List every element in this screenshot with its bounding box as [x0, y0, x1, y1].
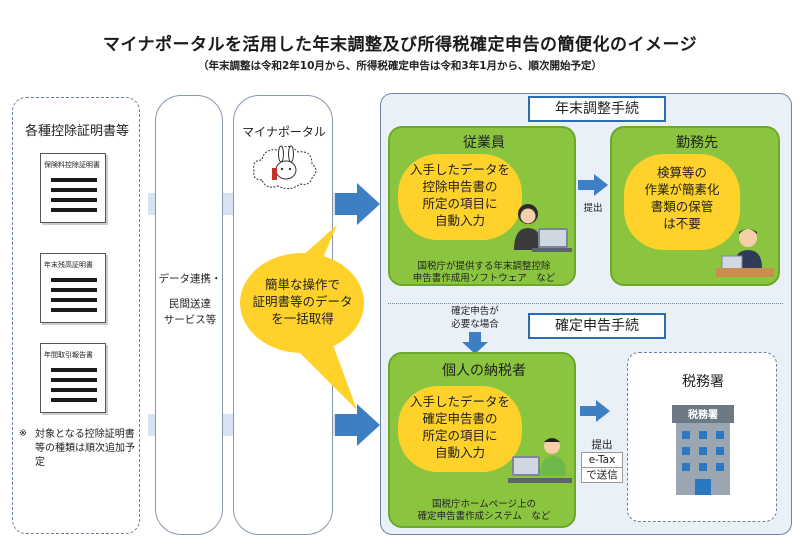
submit-arrow-icon: [578, 174, 608, 196]
man-at-desk-icon: [716, 229, 774, 277]
taxpayer-title: 個人の納税者: [442, 363, 526, 379]
man-at-computer-icon: [508, 438, 572, 483]
document-label: 年間取引報告書: [44, 351, 93, 359]
linkage-line-2: 民間送達: [169, 298, 211, 310]
portal-title: マイナポータル: [242, 125, 326, 139]
tax-office-title: 税務署: [682, 374, 724, 390]
submit-label: 提出: [583, 203, 603, 214]
employee-note: 国税庁が提供する年末調整控除 申告書作成用ソフトウェア など: [412, 261, 556, 284]
arrow-top-icon: [335, 183, 380, 225]
tax-return-section-label: 確定申告手続: [528, 313, 666, 339]
etax-label: 提出 e-Tax で送信: [581, 438, 623, 483]
etax-arrow-icon: [580, 400, 610, 422]
tax-office-box: 税務署 税務署: [627, 352, 777, 522]
document-label: 保険料控除証明書: [44, 161, 100, 169]
document-insurance: 保険料控除証明書: [40, 153, 106, 223]
note-mark: ※: [19, 428, 27, 439]
page-subtitle: （年末調整は令和2年10月から、所得税確定申告は令和3年1月から、順次開始予定）: [197, 60, 603, 72]
employer-bubble: 検算等の 作業が簡素化 書類の保管 は不要: [624, 154, 740, 250]
data-linkage-column: データ連携・ 民間送達 サービス等: [155, 95, 223, 535]
arrow-bottom-icon: [335, 404, 380, 446]
taxpayer-note: 国税庁ホームページ上の 確定申告書作成システム など: [417, 499, 551, 522]
year-end-section-label: 年末調整手続: [528, 96, 666, 122]
employee-bubble: 入手したデータを 控除申告書の 所定の項目に 自動入力: [398, 154, 522, 240]
portal-cloud-mascot-icon: [253, 145, 317, 190]
document-trading: 年間取引報告書: [40, 343, 106, 413]
certificates-title: 各種控除証明書等: [24, 124, 129, 139]
tax-office-sign: 税務署: [688, 410, 718, 421]
document-label: 年末残高証明書: [44, 261, 93, 269]
certificates-column: 各種控除証明書等 保険料控除証明書 年末残高証明書 年間取引報告書 ※ 対象とな…: [12, 97, 140, 534]
document-balance: 年末残高証明書: [40, 253, 106, 323]
employee-box: 従業員 入手したデータを 控除申告書の 所定の項目に 自動入力 国税庁が提供する…: [388, 126, 576, 286]
taxpayer-bubble: 入手したデータを 確定申告書の 所定の項目に 自動入力: [398, 386, 522, 472]
section-divider: [388, 303, 783, 304]
employer-title: 勤務先: [676, 135, 718, 151]
transition-text: 確定申告が 必要な場合: [451, 306, 499, 330]
tax-office-building-icon: [672, 405, 734, 495]
woman-at-laptop-icon: [514, 204, 572, 252]
taxpayer-box: 個人の納税者 入手したデータを 確定申告書の 所定の項目に 自動入力 国税庁ホー…: [388, 352, 576, 528]
certificates-note: 対象となる控除証明書等の種類は順次追加予定: [35, 429, 135, 468]
linkage-line-1: データ連携・: [158, 273, 222, 285]
linkage-line-3: サービス等: [163, 314, 217, 326]
employer-box: 勤務先 検算等の 作業が簡素化 書類の保管 は不要: [610, 126, 780, 286]
page-title: マイナポータルを活用した年末調整及び所得税確定申告の簡便化のイメージ: [102, 35, 698, 55]
employee-title: 従業員: [463, 135, 505, 151]
portal-bubble-shape: [240, 225, 364, 410]
portal-bubble-text: 簡単な操作で 証明書等のデータ を一括取得: [252, 277, 353, 326]
down-arrow-icon: [462, 332, 488, 354]
